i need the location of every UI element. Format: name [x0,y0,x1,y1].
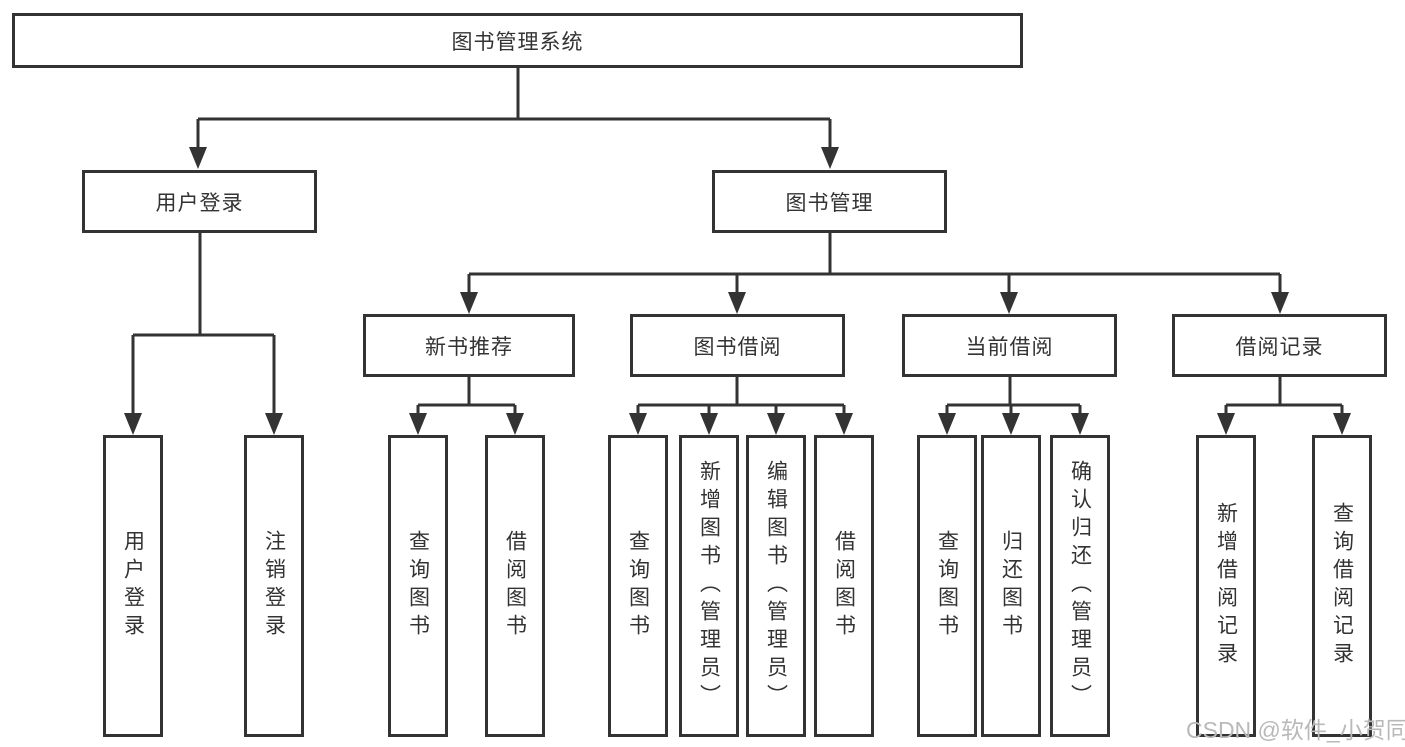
node-new-book-recommend: 新书推荐 [363,314,575,377]
node-borrow-books-recommend: 借阅图书 [485,435,545,737]
node-add-books-admin: 新增图书（管理员） [679,435,739,737]
node-query-books-borrow: 查询图书 [608,435,668,737]
node-borrow-books-leaf: 借阅图书 [814,435,874,737]
node-label: 新增图书（管理员） [697,460,721,712]
node-label: 确认归还（管理员） [1068,460,1092,712]
node-return-books: 归还图书 [981,435,1041,737]
node-label: 新书推荐 [425,335,513,359]
node-label: 用户登录 [121,530,145,642]
csdn-watermark: CSDN @软件_小贺同学 [1186,717,1405,743]
node-label: 查询借阅记录 [1330,502,1354,670]
node-label: 查询图书 [935,530,959,642]
node-logout-leaf: 注销登录 [244,435,304,737]
node-label: 归还图书 [999,530,1023,642]
node-label: 借阅图书 [503,530,527,642]
node-query-books-recommend: 查询图书 [388,435,448,737]
node-label: 查询图书 [406,530,430,642]
node-label: 注销登录 [262,530,286,642]
node-borrow-records: 借阅记录 [1172,314,1387,377]
node-current-borrow: 当前借阅 [902,314,1117,377]
node-label: 编辑图书（管理员） [764,460,788,712]
node-edit-books-admin: 编辑图书（管理员） [746,435,806,737]
node-label: 查询图书 [626,530,650,642]
node-confirm-return-admin: 确认归还（管理员） [1050,435,1110,737]
node-query-borrow-record: 查询借阅记录 [1312,435,1372,737]
node-label: 当前借阅 [965,335,1054,359]
node-user-login: 用户登录 [82,170,317,233]
node-label: 用户登录 [155,191,244,215]
node-label: 借阅图书 [832,530,856,642]
node-label: 图书管理系统 [451,30,584,54]
node-book-borrow: 图书借阅 [630,314,845,377]
node-query-books-current: 查询图书 [917,435,977,737]
node-add-borrow-record: 新增借阅记录 [1196,435,1256,737]
node-user-login-leaf: 用户登录 [103,435,163,737]
node-label: 借阅记录 [1235,335,1324,359]
node-library-management-system: 图书管理系统 [12,13,1023,68]
node-book-management: 图书管理 [712,170,947,233]
node-label: 图书管理 [785,191,874,215]
node-label: 图书借阅 [693,335,782,359]
node-label: 新增借阅记录 [1214,502,1238,670]
